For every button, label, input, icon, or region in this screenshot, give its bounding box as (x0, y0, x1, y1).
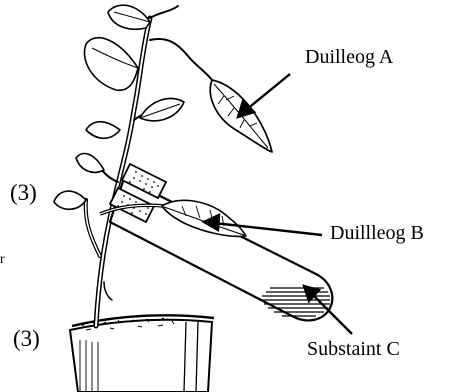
upper-left-leaf (84, 38, 138, 91)
test-tube (110, 178, 332, 320)
flower-pot (70, 315, 214, 392)
branch-leaf (76, 154, 104, 173)
edge-text-fragment: r (0, 253, 5, 267)
marks-allocation-second: (3) (13, 327, 40, 350)
left-small-leaf (86, 122, 120, 139)
lower-left-leaf (54, 191, 86, 209)
substance-c-label: Substaint C (307, 339, 400, 359)
leaf-a-label: Duilleog A (305, 47, 393, 67)
mid-right-leaf (140, 99, 184, 121)
marks-allocation-first: (3) (10, 181, 37, 204)
arrow-to-leaf-a (246, 74, 290, 110)
leaf-b-label: Duillleog B (330, 223, 424, 243)
top-leaf (108, 5, 150, 29)
